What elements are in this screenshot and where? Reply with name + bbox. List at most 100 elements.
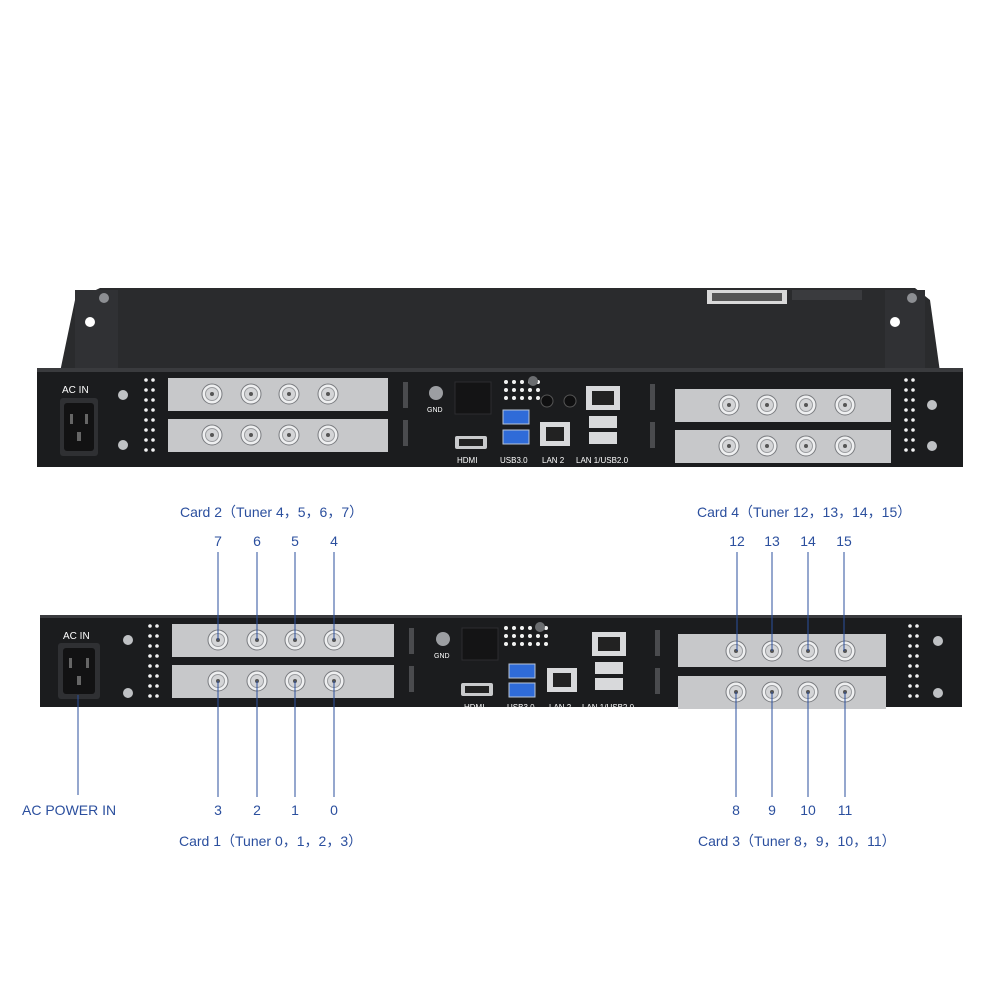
hdmi-label: HDMI: [464, 703, 484, 712]
model-sticker: [792, 290, 862, 300]
vent-hole: [512, 380, 516, 384]
vent-hole: [528, 642, 532, 646]
usb2-port: [589, 432, 617, 444]
f-connector: [718, 435, 740, 457]
screw: [123, 635, 133, 645]
vent-hole: [528, 634, 532, 638]
vent-hole: [536, 634, 540, 638]
ac-inlet-socket: [63, 648, 95, 694]
vent-hole: [904, 438, 908, 442]
vent-hole: [544, 642, 548, 646]
lan2-label: LAN 2: [542, 456, 565, 465]
usb2-port: [595, 678, 623, 690]
hdmi-port-inner: [459, 439, 483, 446]
vent-hole: [155, 634, 159, 638]
vent-hole: [911, 388, 915, 392]
f-connector: [718, 394, 740, 416]
vent-hole: [144, 378, 148, 382]
usb30-label: USB3.0: [500, 456, 528, 465]
top-right-connectors: [718, 394, 856, 457]
rear-panel-edge: [40, 615, 962, 618]
f-connector: [725, 640, 747, 662]
vent-hole: [915, 694, 919, 698]
screw: [933, 636, 943, 646]
gnd-screw: [436, 632, 450, 646]
vent-hole: [148, 664, 152, 668]
f-connector: [201, 424, 223, 446]
vent-hole: [148, 674, 152, 678]
vent-hole: [915, 624, 919, 628]
vent-hole: [904, 418, 908, 422]
vent-hole: [536, 642, 540, 646]
vent-hole: [151, 378, 155, 382]
vent-hole: [151, 428, 155, 432]
vent-hole: [151, 418, 155, 422]
gnd-label: GND: [427, 407, 443, 414]
vent-hole: [144, 398, 148, 402]
rack-ear-left: [75, 290, 118, 372]
callout-leaders: [217, 552, 846, 797]
vent-hole: [915, 644, 919, 648]
card-2-callout: Card 2（Tuner 4，5，6，7）: [180, 504, 363, 520]
vent-hole: [504, 634, 508, 638]
tuner-label: 7: [214, 533, 222, 549]
vent-hole: [520, 388, 524, 392]
vent-column-left: [148, 624, 159, 698]
f-connector: [278, 383, 300, 405]
bottom-left-connectors: [207, 629, 345, 692]
rear-panel-edge: [37, 368, 963, 372]
tuner-label: 14: [800, 533, 816, 549]
tuner-label: 1: [291, 802, 299, 818]
vent-hole: [144, 428, 148, 432]
slot-divider: [403, 420, 408, 446]
vent-hole: [904, 378, 908, 382]
vent-hole: [908, 684, 912, 688]
lan1-port-inner: [592, 391, 614, 405]
ac-in-label: AC IN: [63, 631, 90, 642]
usb2-port: [595, 662, 623, 674]
vent-hole: [911, 438, 915, 442]
usb3-port: [502, 409, 530, 425]
slot-divider: [403, 382, 408, 408]
bottom-device-view: AC IN GND HDMI USB3.0 LAN 2 LAN 1/USB2.: [40, 615, 962, 712]
ac-inlet-socket: [64, 403, 94, 451]
vent-hole: [904, 428, 908, 432]
usb3-port: [508, 682, 536, 698]
ac-pin: [69, 658, 72, 668]
vent-hole: [544, 634, 548, 638]
vent-hole: [504, 626, 508, 630]
vent-hole: [915, 634, 919, 638]
f-connector: [278, 424, 300, 446]
vent-hole: [915, 674, 919, 678]
ac-in-label: AC IN: [62, 385, 89, 396]
ear-screw-right: [907, 293, 917, 303]
lan2-port-inner: [546, 427, 564, 441]
vent-hole: [911, 418, 915, 422]
vent-hole: [148, 694, 152, 698]
card-3-faceplate: [675, 430, 891, 463]
screw: [528, 376, 538, 386]
ac-pin: [70, 414, 73, 424]
vent-hole: [528, 626, 532, 630]
vent-hole: [911, 398, 915, 402]
f-connector: [834, 640, 856, 662]
vent-column-right: [904, 378, 915, 452]
serial-barcode: [712, 293, 782, 301]
tuner-label: 5: [291, 533, 299, 549]
ac-pin: [77, 432, 81, 441]
tuner-label: 10: [800, 802, 816, 818]
screw: [118, 390, 128, 400]
slot-divider: [650, 422, 655, 448]
ac-pin: [86, 658, 89, 668]
vent-hole: [148, 644, 152, 648]
vent-column-left: [144, 378, 155, 452]
vent-hole: [144, 438, 148, 442]
vent-hole: [512, 396, 516, 400]
hdmi-label: HDMI: [457, 456, 477, 465]
ear-hole-right: [890, 317, 900, 327]
vent-hole: [155, 694, 159, 698]
tuner-label: 2: [253, 802, 261, 818]
f-connector: [834, 394, 856, 416]
top-left-connectors: [201, 383, 339, 446]
tuner-label: 13: [764, 533, 780, 549]
